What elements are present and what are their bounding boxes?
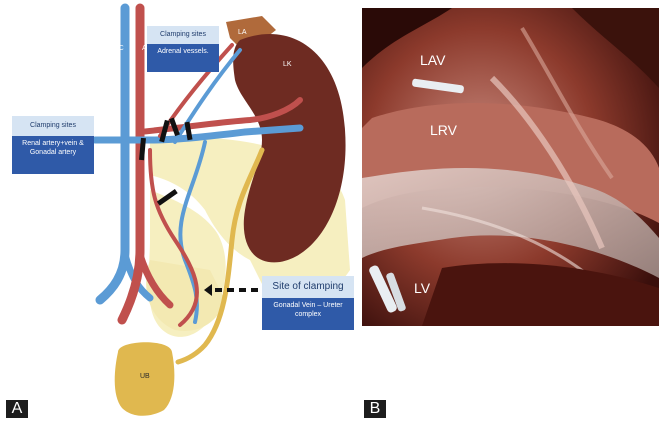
callout-body: Adrenal vessels. [147, 44, 219, 59]
callout-renal-vessels: Clamping sites Renal artery+vein & Gonad… [12, 116, 94, 174]
callout-title: Clamping sites [147, 26, 219, 44]
bladder-label: UB [140, 373, 150, 380]
callout-title: Clamping sites [12, 116, 94, 136]
panel-letter-a: A [6, 400, 28, 418]
callout-body: Gonadal Vein – Ureter complex [262, 298, 354, 322]
kidney-label: LK [283, 61, 292, 68]
label-lrv: LRV [430, 122, 457, 138]
panel-b-photo: LAV LRV LV [362, 8, 659, 326]
callout-body: Renal artery+vein & Gonadal artery [12, 136, 94, 160]
label-lv: LV [414, 280, 430, 296]
panel-letter-b: B [364, 400, 386, 418]
callout-title: Site of clamping [262, 276, 354, 298]
adrenal-label: LA [238, 29, 247, 36]
callout-adrenal-vessels: Clamping sites Adrenal vessels. [147, 26, 219, 72]
surgical-photo [362, 8, 659, 326]
panel-a-diagram: IVC A LA LK UB Clamping sites Adrenal ve… [0, 0, 358, 422]
ivc-label: IVC [112, 45, 124, 52]
label-lav: LAV [420, 52, 445, 68]
callout-gonadal-ureter: Site of clamping Gonadal Vein – Ureter c… [262, 276, 354, 330]
